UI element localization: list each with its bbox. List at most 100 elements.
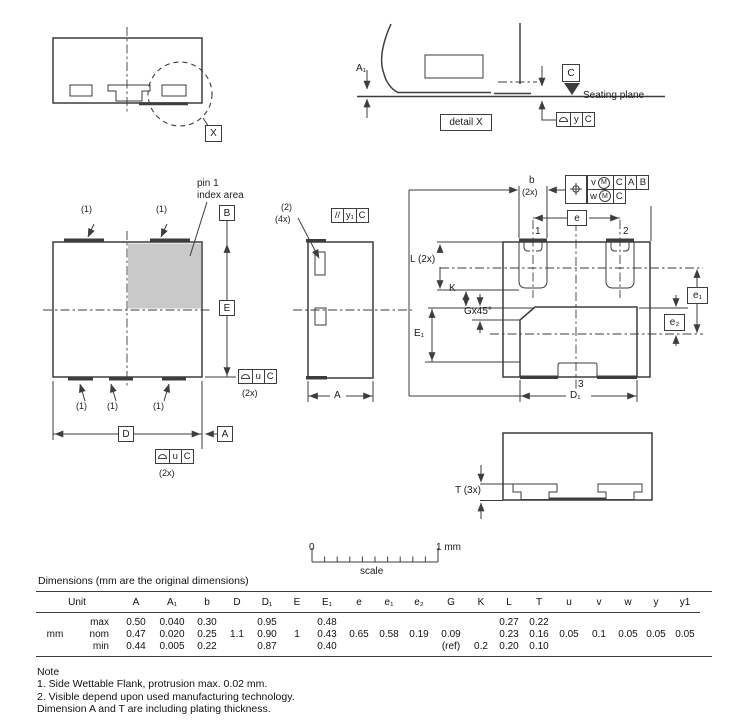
- mmc-modifier-icon: M: [598, 190, 611, 203]
- pin1-index-leader: [189, 201, 208, 257]
- table-cell: [554, 613, 584, 629]
- table-header-cell: G: [434, 592, 468, 613]
- table-cell: [642, 613, 670, 629]
- dim-e1-cap-label: E₁: [414, 328, 425, 339]
- table-cell: 0.30: [197, 617, 217, 628]
- table-cell: [284, 641, 310, 657]
- fcf-tolerance-value: v: [591, 177, 596, 188]
- detail-x-caption: detail X: [449, 117, 483, 128]
- table-cell: (ref): [441, 641, 461, 652]
- table-cell: [614, 613, 642, 629]
- detail-x-marker-label: X: [210, 128, 217, 139]
- table-cell: 0.16: [529, 629, 549, 640]
- table-cell: [670, 641, 700, 657]
- table-cell: [224, 613, 250, 629]
- table-cell: 0.27: [499, 617, 519, 628]
- ref-note-1: (1): [156, 204, 167, 214]
- table-cell: [584, 641, 614, 657]
- pin-3-number: 3: [578, 379, 584, 390]
- dim-e-pitch-label: e: [574, 212, 580, 224]
- fcf-datum-ref: C: [355, 208, 369, 223]
- dim-g-chamfer-label: Gx45°: [464, 306, 492, 317]
- table-cell: [670, 613, 700, 629]
- table-cell: [554, 641, 584, 657]
- pin1-index-label-line1: pin 1: [197, 178, 219, 189]
- datum-triangle-icon: [564, 83, 580, 95]
- ref-note-1: (1): [153, 401, 164, 411]
- exposed-pad-outline: [519, 306, 638, 377]
- table-cell: 0.05: [675, 629, 695, 640]
- wettable-flank-lower: [314, 307, 327, 326]
- ref-note-1: (1): [81, 204, 92, 214]
- table-header-cell: e₁: [374, 592, 404, 613]
- pin-1-number: 1: [535, 226, 541, 237]
- profile-tolerance-icon: [559, 117, 568, 122]
- table-cell: 0.48: [317, 617, 337, 628]
- datum-b-box: B: [219, 205, 235, 221]
- table-header-cell: E: [284, 592, 310, 613]
- table-cell: [344, 641, 374, 657]
- ref-note-1: (1): [76, 401, 87, 411]
- flank-leader: [297, 217, 320, 259]
- table-header-cell: u: [554, 592, 584, 613]
- table-cell: [642, 641, 670, 657]
- pin2-pad: [605, 242, 635, 289]
- table-header-cell: A₁: [154, 592, 190, 613]
- fcf-seating-y: y C: [556, 112, 595, 127]
- notes-heading: Note: [37, 666, 60, 678]
- table-cell: 0.22: [529, 617, 549, 628]
- profile-tolerance-icon: [158, 454, 167, 459]
- table-cell: 0.43: [317, 629, 337, 640]
- dim-a1-label: A₁: [356, 63, 367, 74]
- notes-section: Note 1. Side Wettable Flank, protrusion …: [37, 666, 295, 716]
- table-unit-cell: [36, 613, 74, 629]
- table-header-cell: w: [614, 592, 642, 613]
- table-header-cell: K: [468, 592, 494, 613]
- detail-x-marker-box: X: [205, 125, 222, 142]
- table-cell: 0.90: [257, 629, 277, 640]
- y-fcf-leader: [538, 100, 556, 121]
- fcf-datum-ref: C: [180, 449, 194, 464]
- fcf-datum-ref: C: [612, 188, 626, 204]
- datum-b-label: B: [223, 207, 231, 219]
- table-header-cell: y1: [670, 592, 700, 613]
- table-cell: 0.23: [499, 629, 519, 640]
- table-cell: 0.22: [197, 641, 217, 652]
- dim-e2-box: e₂: [664, 314, 685, 331]
- table-header-cell: v: [584, 592, 614, 613]
- dim-e1-label: e₁: [693, 290, 702, 301]
- table-cell: [584, 613, 614, 629]
- table-header-cell: b: [190, 592, 224, 613]
- table-cell: 0.87: [257, 641, 277, 652]
- top-view-linework: [43, 201, 236, 449]
- table-header-cell: L: [494, 592, 524, 613]
- note-line: 1. Side Wettable Flank, protrusion max. …: [37, 678, 268, 691]
- fcf-datum-ref: A: [624, 175, 638, 190]
- table-unit-cell: [36, 641, 74, 657]
- table-cell: 0.020: [159, 629, 185, 640]
- dimensions-section: Dimensions (mm are the original dimensio…: [36, 575, 712, 657]
- table-cell: 0.1: [592, 629, 606, 640]
- scale-caption: scale: [360, 566, 384, 577]
- table-cell: [614, 641, 642, 657]
- note-line: 2. Visible depend upon used manufacturin…: [37, 690, 295, 703]
- detail-x-caption-box: detail X: [440, 114, 492, 131]
- table-cell: 0.2: [474, 641, 488, 652]
- table-cell: 1.1: [230, 629, 244, 640]
- table-cell: [468, 613, 494, 629]
- table-unit-cell: mm: [46, 629, 64, 640]
- table-cell: 1: [294, 629, 300, 640]
- table-cell: [344, 613, 374, 629]
- table-cell: 0.09: [441, 629, 461, 640]
- table-cell: [374, 613, 404, 629]
- detail-x-linework: [357, 23, 665, 121]
- position-symbol-icon: [570, 183, 582, 196]
- dim-e1-box: e₁: [687, 287, 708, 304]
- pin1-index-area-fill: [128, 243, 201, 309]
- table-header-cell: T: [524, 592, 554, 613]
- table-cell: 0.25: [197, 629, 217, 640]
- pin1-pad: [518, 242, 548, 289]
